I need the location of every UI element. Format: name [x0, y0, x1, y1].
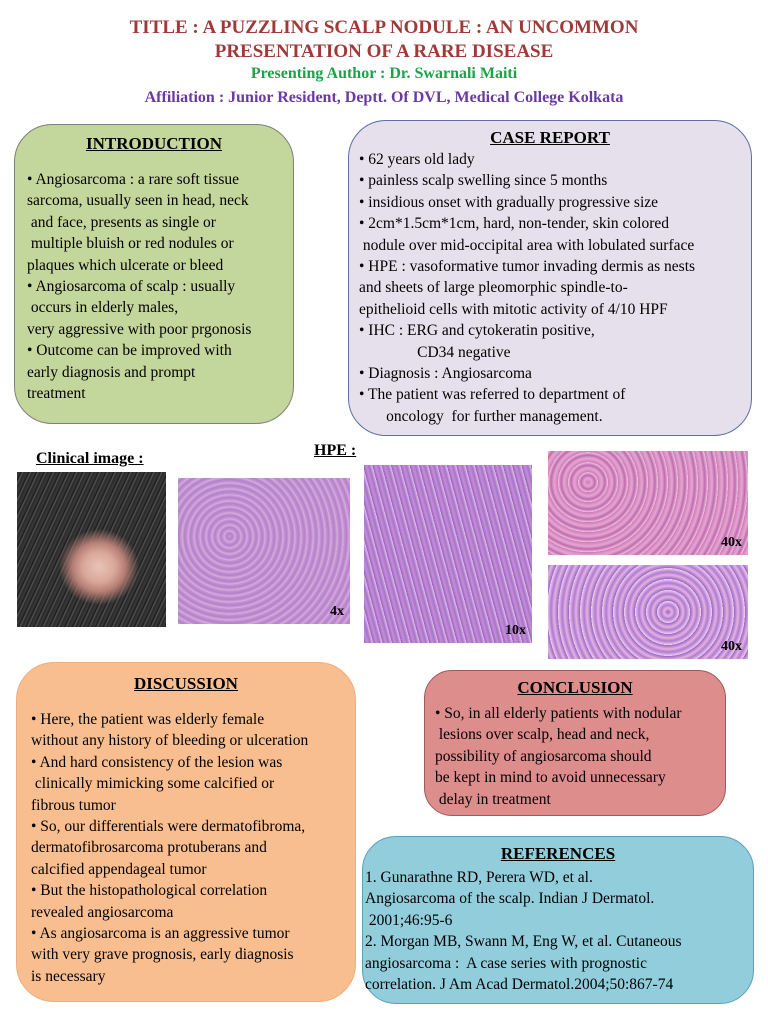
discussion-line: without any history of bleeding or ulcer… [31, 732, 309, 750]
case-line: and sheets of large pleomorphic spindle-… [359, 279, 628, 297]
reference-line: 2. Morgan MB, Swann M, Eng W, et al. Cut… [365, 933, 682, 951]
intro-line: treatment [27, 385, 86, 403]
hpe-image-10x: 10x [364, 465, 532, 643]
case-line: • insidious onset with gradually progres… [359, 193, 659, 211]
magnification-label: 4x [330, 604, 344, 619]
discussion-line: • As angiosarcoma is an aggressive tumor [31, 925, 290, 943]
case-line: oncology for further management. [359, 407, 603, 425]
case-line: • 62 years old lady [359, 151, 475, 168]
intro-line: and face, presents as single or [27, 213, 216, 231]
discussion-line: fibrous tumor [31, 796, 116, 814]
magnification-label: 10x [505, 623, 526, 638]
intro-line: plaques which ulcerate or bleed [27, 256, 224, 274]
intro-line: occurs in elderly males, [27, 299, 179, 317]
intro-line: very aggressive with poor prgonosis [27, 320, 252, 338]
reference-line: 2001;46:95-6 [365, 911, 453, 929]
case-report-heading: CASE REPORT [490, 128, 610, 147]
hpe-image-4x: 4x [178, 478, 350, 624]
case-line: • 2cm*1.5cm*1cm, hard, non-tender, skin … [359, 215, 669, 233]
introduction-heading: INTRODUCTION [85, 134, 223, 153]
intro-line: early diagnosis and prompt [27, 363, 196, 381]
case-line: • painless scalp swelling since 5 months [359, 172, 608, 190]
case-line: CD34 negative [359, 343, 511, 361]
intro-line: • Angiosarcoma of scalp : usually [27, 278, 236, 296]
discussion-line: • Here, the patient was elderly female [31, 711, 265, 728]
discussion-line: • So, our differentials were dermatofibr… [31, 818, 306, 836]
case-report-panel: CASE REPORT • 62 years old lady • painle… [348, 120, 752, 436]
hpe-image-40x-bottom: 40x [548, 565, 748, 659]
conclusion-line: lesions over scalp, head and neck, [435, 726, 650, 744]
presenting-author: Presenting Author : Dr. Swarnali Maiti [250, 65, 518, 82]
intro-line: sarcoma, usually seen in head, neck [27, 192, 249, 210]
clinical-photo [17, 472, 166, 627]
reference-line: correlation. J Am Acad Dermatol.2004;50:… [365, 976, 674, 994]
case-line: • HPE : vasoformative tumor invading der… [359, 258, 696, 276]
intro-line: • Angiosarcoma : a rare soft tissue [27, 171, 240, 188]
discussion-line: is necessary [31, 967, 106, 985]
discussion-line: revealed angiosarcoma [31, 903, 174, 921]
poster-title-line-2: PRESENTATION OF A RARE DISEASE [214, 41, 554, 62]
discussion-line: • And hard consistency of the lesion was [31, 753, 283, 771]
case-line: epithelioid cells with mitotic activity … [359, 300, 668, 318]
references-panel: REFERENCES 1. Gunarathne RD, Perera WD, … [362, 836, 754, 1004]
reference-line: angiosarcoma : A case series with progno… [365, 954, 647, 972]
intro-line: multiple bluish or red nodules or [27, 235, 234, 253]
case-line: • The patient was referred to department… [359, 386, 626, 404]
reference-line: 1. Gunarathne RD, Perera WD, et al. [365, 869, 593, 886]
conclusion-panel: CONCLUSION • So, in all elderly patients… [424, 670, 726, 816]
references-heading: REFERENCES [500, 844, 616, 863]
intro-line: • Outcome can be improved with [27, 342, 232, 360]
magnification-label: 40x [721, 639, 742, 654]
discussion-panel: DISCUSSION • Here, the patient was elder… [16, 662, 356, 1002]
discussion-line: calcified appendageal tumor [31, 860, 207, 878]
conclusion-line: • So, in all elderly patients with nodul… [435, 705, 682, 722]
reference-line: Angiosarcoma of the scalp. Indian J Derm… [365, 890, 655, 908]
discussion-line: dermatofibrosarcoma protuberans and [31, 839, 267, 857]
conclusion-line: be kept in mind to avoid unnecessary [435, 769, 666, 787]
introduction-panel: INTRODUCTION • Angiosarcoma : a rare sof… [14, 124, 294, 424]
discussion-line: with very grave prognosis, early diagnos… [31, 946, 294, 964]
conclusion-line: possibility of angiosarcoma should [435, 747, 652, 765]
clinical-image-label: Clinical image : [36, 450, 144, 467]
discussion-line: clinically mimicking some calcified or [31, 775, 275, 793]
case-line: • IHC : ERG and cytokeratin positive, [359, 322, 595, 340]
conclusion-line: delay in treatment [435, 790, 551, 808]
affiliation: Affiliation : Junior Resident, Deptt. Of… [144, 89, 624, 106]
hpe-image-40x-top: 40x [548, 451, 748, 555]
poster-title-line-1: TITLE : A PUZZLING SCALP NODULE : AN UNC… [129, 17, 639, 38]
discussion-line: • But the histopathological correlation [31, 882, 268, 900]
case-line: nodule over mid-occipital area with lobu… [359, 236, 695, 254]
conclusion-heading: CONCLUSION [517, 678, 633, 697]
magnification-label: 40x [721, 535, 742, 550]
hpe-label: HPE : [314, 442, 357, 459]
discussion-heading: DISCUSSION [134, 674, 238, 693]
case-line: • Diagnosis : Angiosarcoma [359, 365, 532, 383]
